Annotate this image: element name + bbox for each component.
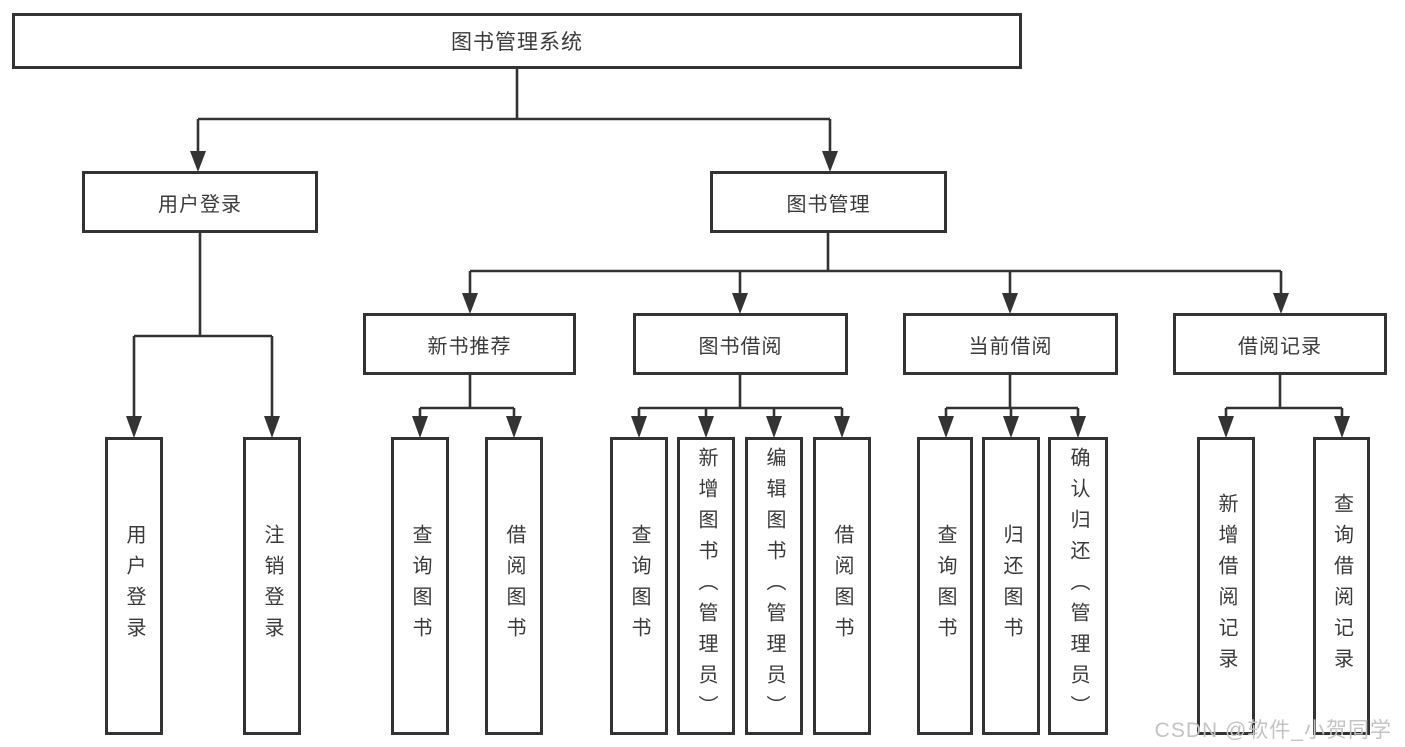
leaf-rec-borrow-book: 借阅图书 (485, 437, 543, 735)
leaf-current-confirm-return-admin-label: 确认归还（管理员） (1067, 446, 1089, 726)
node-new-book-recommend: 新书推荐 (363, 313, 576, 375)
leaf-logout: 注销登录 (243, 437, 301, 735)
leaf-borrow-edit-book-admin-label: 编辑图书（管理员） (763, 446, 785, 726)
leaf-borrow-borrow-book-label: 借阅图书 (831, 524, 853, 648)
leaf-rec-query-book: 查询图书 (391, 437, 449, 735)
leaf-record-query-record: 查询借阅记录 (1313, 437, 1370, 735)
node-current-borrow: 当前借阅 (903, 313, 1118, 375)
leaf-logout-label: 注销登录 (261, 524, 283, 648)
leaf-borrow-query-book: 查询图书 (610, 437, 668, 735)
csdn-watermark: CSDN @软件_小贺同学 (1154, 719, 1392, 742)
connector-currentborrow-leaves (944, 375, 1080, 420)
connector-bookmgmt-l3 (468, 233, 1283, 296)
leaf-record-add-record: 新增借阅记录 (1197, 437, 1255, 735)
leaf-current-confirm-return-admin: 确认归还（管理员） (1048, 437, 1108, 735)
node-user-login: 用户登录 (82, 171, 318, 233)
connector-bookborrow-leaves (637, 375, 844, 420)
leaf-borrow-add-book-admin-label: 新增图书（管理员） (695, 446, 717, 726)
leaf-record-query-record-label: 查询借阅记录 (1330, 493, 1353, 679)
leaf-borrow-query-book-label: 查询图书 (628, 524, 650, 648)
node-root: 图书管理系统 (12, 13, 1022, 69)
node-book-management-label: 图书管理 (786, 193, 871, 216)
connector-borrowrecord-leaves (1224, 375, 1344, 420)
leaf-borrow-add-book-admin: 新增图书（管理员） (677, 437, 735, 735)
leaf-current-query-book-label: 查询图书 (934, 524, 956, 648)
leaf-borrow-borrow-book: 借阅图书 (813, 437, 871, 735)
node-user-login-label: 用户登录 (158, 193, 242, 216)
node-borrow-record-label: 借阅记录 (1238, 335, 1322, 358)
node-book-borrow: 图书借阅 (633, 313, 848, 375)
node-root-label: 图书管理系统 (451, 31, 583, 54)
leaf-rec-query-book-label: 查询图书 (409, 524, 431, 648)
leaf-current-return-book: 归还图书 (982, 437, 1040, 735)
node-book-borrow-label: 图书借阅 (698, 335, 783, 358)
leaf-user-login: 用户登录 (105, 437, 163, 735)
leaf-current-query-book: 查询图书 (917, 437, 973, 735)
node-book-management: 图书管理 (710, 171, 947, 233)
leaf-current-return-book-label: 归还图书 (1000, 524, 1022, 648)
arrowheads (126, 151, 1350, 438)
connector-newbookrec-leaves (418, 375, 516, 420)
connector-userlogin-leaves (132, 233, 274, 420)
node-new-book-recommend-label: 新书推荐 (427, 335, 512, 358)
connector-root-l2 (196, 69, 832, 154)
leaf-rec-borrow-book-label: 借阅图书 (503, 524, 525, 648)
leaf-record-add-record-label: 新增借阅记录 (1215, 493, 1237, 679)
node-borrow-record: 借阅记录 (1173, 313, 1387, 375)
leaf-borrow-edit-book-admin: 编辑图书（管理员） (745, 437, 803, 735)
node-current-borrow-label: 当前借阅 (968, 335, 1053, 358)
leaf-user-login-label: 用户登录 (123, 524, 145, 648)
